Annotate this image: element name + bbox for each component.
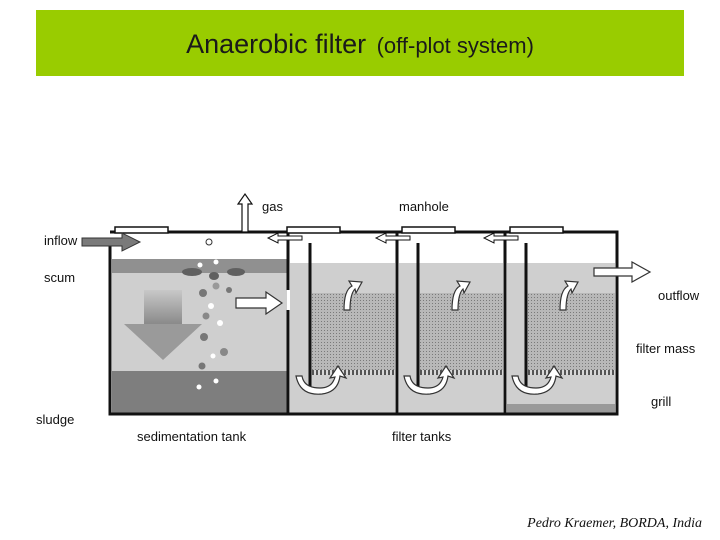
sedimentation-tank xyxy=(112,238,287,413)
manhole-cover xyxy=(286,226,341,234)
sludge-layer xyxy=(112,371,287,413)
label-grill: grill xyxy=(651,394,672,409)
filter-mass-block xyxy=(420,293,503,373)
settling-arrow xyxy=(124,290,202,360)
label-gas: gas xyxy=(262,199,283,214)
label-scum: scum xyxy=(44,270,76,285)
grill-bar xyxy=(420,370,503,375)
title-main: Anaerobic filter xyxy=(186,29,367,59)
credit-line: Pedro Kraemer, BORDA, India xyxy=(527,516,702,531)
label-outflow: outflow xyxy=(658,288,700,303)
slide-title: Anaerobic filter (off-plot system) xyxy=(36,29,684,60)
label-sludge: sludge xyxy=(36,412,75,427)
label-sedimentation-tank: sedimentation tank xyxy=(137,429,247,444)
gas-vent-arrow xyxy=(236,192,254,233)
liquid-zone xyxy=(112,273,287,371)
label-filter-tanks: filter tanks xyxy=(392,429,452,444)
transfer-arrow xyxy=(235,290,284,316)
scum-blobs xyxy=(182,268,245,280)
title-bar: Anaerobic filter (off-plot system) xyxy=(36,10,684,76)
title-sub: (off-plot system) xyxy=(376,33,534,58)
outflow-arrow xyxy=(593,260,652,284)
upflow-arrows xyxy=(343,280,579,311)
manhole-cover xyxy=(401,226,456,234)
grill-bar xyxy=(312,370,395,375)
bubbles xyxy=(196,238,232,390)
filter-mass-block xyxy=(312,293,395,373)
inflow-arrow xyxy=(81,232,142,252)
manhole-cover xyxy=(509,226,564,234)
gas-return-arrows xyxy=(266,232,519,244)
filter-mass-block xyxy=(528,293,615,373)
manhole-covers xyxy=(114,226,564,234)
turning-arrows xyxy=(295,364,564,395)
grill-bar xyxy=(528,370,615,375)
label-inflow: inflow xyxy=(44,233,78,248)
label-filter-mass: filter mass xyxy=(636,341,696,356)
filter-chamber-2 xyxy=(399,263,503,413)
label-manhole: manhole xyxy=(399,199,449,214)
manhole-cover xyxy=(114,226,169,234)
